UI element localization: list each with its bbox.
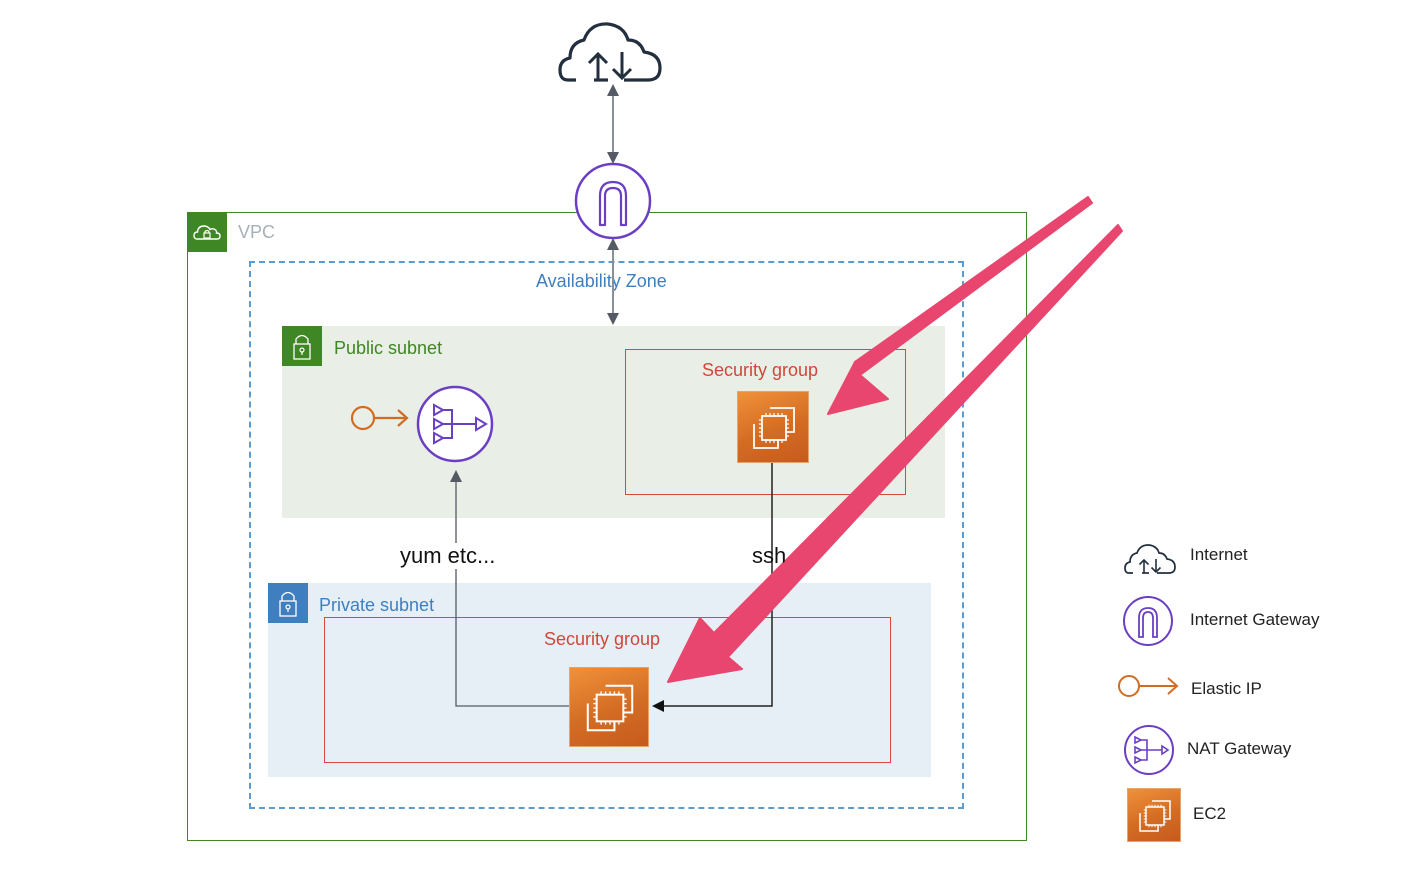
igw-to-subnet-connector — [607, 238, 619, 325]
internet-cloud-icon — [558, 22, 662, 82]
nat-gateway-icon — [416, 385, 494, 463]
legend-item-elastic-ip — [1116, 674, 1182, 703]
lock-icon — [279, 591, 297, 617]
availability-zone-label: Availability Zone — [536, 271, 667, 291]
internet-gateway-icon — [1123, 596, 1173, 646]
nat-gateway-icon — [1124, 725, 1174, 775]
legend-label-internet-gateway: Internet Gateway — [1190, 610, 1320, 629]
public-subnet-label: Public subnet — [334, 338, 443, 358]
cloud-lock-icon — [193, 225, 221, 240]
private-subnet-badge — [268, 583, 308, 623]
internet-to-igw-connector — [607, 84, 619, 164]
elastic-ip-icon — [1118, 675, 1179, 697]
legend-label-elastic-ip: Elastic IP — [1191, 679, 1262, 698]
ec2-icon — [1139, 800, 1171, 832]
legend-item-nat-gateway — [1122, 723, 1176, 782]
private-security-group — [324, 617, 891, 763]
legend-label-nat-gateway: NAT Gateway — [1187, 739, 1292, 758]
legend-item-ec2 — [1127, 788, 1181, 842]
legend-item-internet — [1124, 540, 1176, 579]
ssh-label: ssh — [752, 543, 787, 568]
private-security-group-label: Security group — [544, 629, 661, 649]
private-subnet-label: Private subnet — [319, 595, 435, 615]
legend: Internet Internet Gateway Elastic IP — [1110, 530, 1370, 850]
ec2-public-instance[interactable] — [737, 391, 809, 463]
lock-icon — [293, 334, 311, 360]
yum-connector — [450, 470, 569, 707]
ec2-private-instance[interactable] — [569, 667, 649, 747]
ec2-icon — [586, 684, 634, 732]
legend-label-internet: Internet — [1190, 545, 1248, 564]
vpc-label: VPC — [238, 222, 276, 242]
ec2-icon — [753, 407, 795, 449]
legend-label-ec2: EC2 — [1193, 804, 1227, 823]
legend-item-internet-gateway — [1121, 594, 1175, 653]
yum-label: yum etc... — [398, 543, 498, 569]
elastic-ip-icon — [350, 405, 409, 431]
vpc-badge — [187, 212, 227, 252]
internet-gateway-icon — [574, 162, 652, 240]
internet-cloud-icon — [1124, 544, 1176, 574]
public-subnet-badge — [282, 326, 322, 366]
